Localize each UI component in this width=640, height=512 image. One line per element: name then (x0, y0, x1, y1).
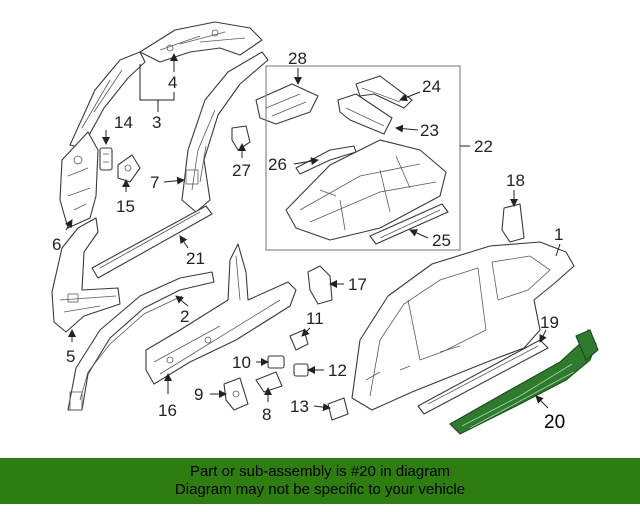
callout-4: 4 (168, 73, 177, 92)
parts-diagram: 28 24 23 22 26 25 27 4 3 14 15 7 6 21 2 … (51, 21, 599, 435)
callout-14: 14 (114, 113, 133, 132)
part-6-a-pillar-reinforcement[interactable] (59, 131, 99, 229)
part-24-rear-crossmember[interactable] (355, 75, 413, 109)
callout-28: 28 (288, 49, 307, 68)
callout-20: 20 (544, 412, 565, 433)
part-10-clip[interactable] (267, 355, 285, 369)
banner-line-2: Diagram may not be specific to your vehi… (174, 481, 466, 498)
part-7-b-pillar[interactable] (181, 51, 269, 213)
callout-17: 17 (348, 275, 367, 294)
part-25-floor-rail[interactable] (369, 203, 449, 245)
part-floor-pan[interactable] (285, 139, 447, 241)
callout-27: 27 (232, 161, 251, 180)
part-5-a-pillar-lower[interactable] (51, 217, 121, 333)
callout-23: 23 (420, 121, 439, 140)
callout-25: 25 (432, 231, 451, 250)
part-14-bracket[interactable] (99, 147, 113, 171)
part-12-clip[interactable] (293, 363, 309, 377)
part-28-cross-bracket[interactable] (255, 83, 319, 125)
part-17-bracket[interactable] (307, 265, 333, 305)
part-13-clip[interactable] (327, 397, 349, 421)
callout-1: 1 (554, 225, 563, 244)
callout-16: 16 (158, 401, 177, 420)
part-19-rocker-trim[interactable] (417, 339, 549, 415)
part-3-a-pillar-upper[interactable] (69, 51, 146, 149)
info-banner: Part or sub-assembly is #20 in diagram D… (0, 458, 640, 504)
part-27-bracket[interactable] (231, 125, 251, 151)
callout-22: 22 (474, 137, 493, 156)
callout-6: 6 (52, 235, 61, 254)
callout-11: 11 (306, 309, 324, 328)
part-18-bracket[interactable] (501, 203, 525, 243)
floor-assembly-box (265, 65, 461, 251)
part-2-wheelhouse-arch[interactable] (67, 271, 215, 411)
callout-3: 3 (152, 113, 161, 132)
callout-13: 13 (290, 397, 309, 416)
callouts: 28 24 23 22 26 25 27 4 3 14 15 7 6 21 2 … (52, 49, 565, 433)
callout-12: 12 (328, 361, 347, 380)
callout-21: 21 (186, 249, 205, 268)
callout-5: 5 (66, 347, 75, 366)
callout-24: 24 (422, 77, 441, 96)
part-20-rocker-panel-highlighted[interactable] (449, 328, 599, 435)
part-15-bracket[interactable] (117, 154, 141, 183)
banner-line-1: Part or sub-assembly is #20 in diagram (189, 463, 451, 480)
part-4-roof-rail[interactable] (139, 21, 263, 63)
part-1-body-side-panel[interactable] (351, 241, 575, 411)
callout-26: 26 (268, 155, 287, 174)
callout-8: 8 (262, 405, 271, 424)
callout-7: 7 (150, 173, 159, 192)
part-21-rocker-reinforcement[interactable] (91, 205, 213, 279)
callout-9: 9 (194, 385, 203, 404)
part-9-bracket[interactable] (223, 377, 249, 411)
callout-15: 15 (116, 197, 135, 216)
callout-18: 18 (506, 171, 525, 190)
callout-2: 2 (180, 307, 189, 326)
part-8-bracket[interactable] (255, 371, 283, 393)
callout-10: 10 (232, 353, 251, 372)
callout-19: 19 (540, 313, 559, 332)
part-23-crossmember[interactable] (337, 93, 393, 135)
